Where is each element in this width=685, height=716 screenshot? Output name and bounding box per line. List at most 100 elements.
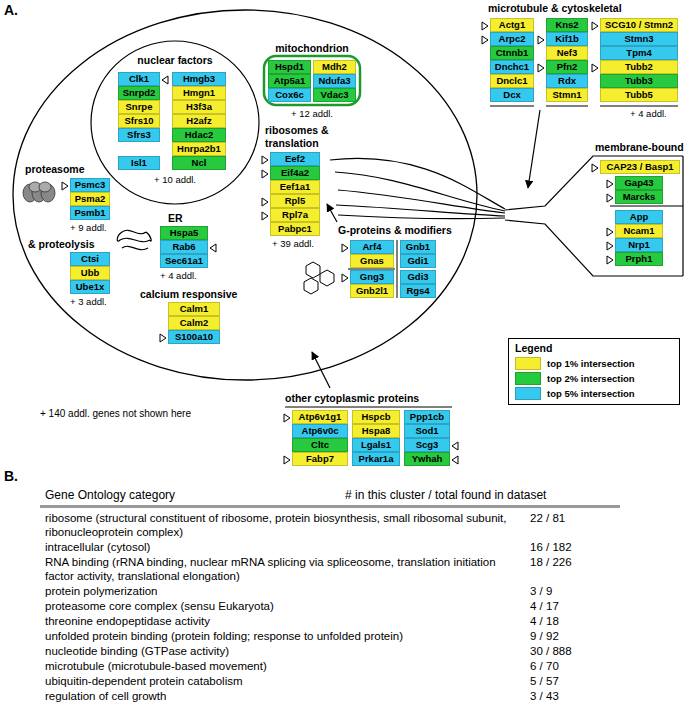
- highlight-triangle: [538, 64, 544, 72]
- gene-name: Isl1: [131, 157, 147, 169]
- gene-name: Dnchc1: [495, 61, 529, 73]
- gene-box: Psmc3: [70, 178, 110, 192]
- count-cell: 22 / 81: [530, 511, 565, 539]
- table-row: protein polymerization3 / 9: [40, 584, 620, 598]
- gene-box: Kns2: [546, 18, 588, 32]
- cell-body-outline: [13, 10, 477, 380]
- group-underlines: [490, 106, 678, 107]
- gene-box: Ndufa3: [313, 74, 356, 88]
- gene-name: Kif1b: [555, 33, 579, 45]
- gene-box: Stmn3: [600, 32, 678, 46]
- gene-box: Tpm4: [600, 46, 678, 60]
- gene-name: CAP23 / Basp1: [606, 161, 673, 173]
- gene-name: Gdi3: [407, 271, 428, 283]
- g-protein-icon: [304, 278, 318, 294]
- gene-box: App: [615, 210, 663, 224]
- g-protein-icon: [320, 270, 334, 286]
- gene-name: Psmb1: [74, 207, 105, 219]
- highlight-triangle: [341, 243, 349, 253]
- count-cell: 3 / 9: [530, 584, 552, 598]
- highlight-triangle: [451, 455, 459, 465]
- highlight-triangle: [262, 212, 268, 220]
- compartment-heading: membrane-bound: [595, 141, 684, 153]
- gene-box: Pabpc1: [270, 222, 320, 236]
- group-heading: calcium responsive: [140, 288, 237, 301]
- gene-name: Arpc2: [499, 33, 526, 45]
- category-cell: threonine endopeptidase activity: [40, 614, 530, 628]
- gene-box: Ncl: [172, 156, 226, 170]
- group-underlines: [285, 407, 452, 408]
- mitochondrion-compartment: mitochondrion+ 12 addl.Hspd1Mdh2Atp5a1Nd…: [262, 42, 362, 122]
- gene-box: Gdi3: [400, 270, 436, 284]
- gene-box: Lgals1: [352, 438, 400, 452]
- legend-text: top 2% intersection: [547, 373, 635, 384]
- gene-name: Dcx: [503, 89, 520, 101]
- gene-name: Prph1: [626, 253, 653, 265]
- proteasome-icon: [23, 182, 55, 202]
- table-row: regulation of cell growth3 / 43: [40, 689, 620, 703]
- mitochondrion-outline: [264, 56, 360, 105]
- gene-name: Eif4a2: [281, 167, 309, 179]
- legend-text: top 5% intersection: [547, 388, 635, 399]
- gene-box: Rgs4: [400, 284, 436, 298]
- gene-name: Sod1: [415, 425, 438, 437]
- gene-name: Dnclc1: [496, 75, 527, 87]
- highlight-triangle: [591, 63, 599, 73]
- gene-name: Sec61a1: [165, 255, 203, 267]
- gene-box: S100a10: [168, 330, 220, 344]
- gene-box: Sec61a1: [160, 254, 208, 268]
- gene-box: Rdx: [546, 74, 588, 88]
- gene-name: H3f3a: [186, 101, 212, 113]
- gene-box: Ubb: [70, 266, 110, 280]
- category-cell: RNA binding (rRNA binding, nuclear mRNA …: [40, 555, 530, 583]
- gene-name: Ywhah: [412, 453, 443, 465]
- g-protein-icon: [304, 262, 334, 294]
- neurite-lines: [335, 172, 505, 211]
- gene-name: Ncam1: [623, 225, 654, 237]
- count-cell: 18 / 226: [530, 555, 572, 583]
- gene-name: Pfn2: [557, 61, 578, 73]
- gene-box: Hnrpa2b1: [172, 142, 226, 156]
- highlight-triangle: [482, 36, 488, 44]
- gene-name: Atp6v0c: [302, 425, 339, 437]
- gene-name: Hspa5: [170, 227, 199, 239]
- group-heading: proteasome: [25, 163, 85, 176]
- gene-box: Arf4: [350, 240, 394, 254]
- gene-box: Cox6c: [268, 88, 311, 102]
- highlight-triangle: [607, 180, 613, 188]
- gene-box: Hspcb: [352, 410, 400, 424]
- gene-box: Clk1: [118, 72, 160, 86]
- gene-box: Cltc: [292, 438, 348, 452]
- nucleus-compartment: nuclear factors+ 10 addl.Clk1Hmgb3Snrpd2…: [90, 40, 260, 205]
- legend-title: Legend: [515, 342, 673, 354]
- group-heading: other cytoplasmic proteins: [285, 392, 419, 405]
- gene-name: Calm1: [180, 303, 209, 315]
- gene-name: Ctnnb1: [496, 47, 529, 59]
- gene-box: Ppp1cb: [404, 410, 450, 424]
- gene-name: Lgals1: [361, 439, 391, 451]
- gene-box: Ube1x: [70, 280, 110, 294]
- gene-name: Ube1x: [76, 281, 105, 293]
- gene-name: Nrp1: [628, 239, 650, 251]
- gene-box: Pfn2: [546, 60, 588, 74]
- gene-name: Tubb5: [625, 89, 653, 101]
- gene-name: Atp5a1: [274, 75, 306, 87]
- highlight-triangle: [606, 227, 614, 237]
- gene-box: Isl1: [118, 156, 160, 170]
- gene-name: Snrpd2: [123, 87, 156, 99]
- gene-name: Gnb1: [406, 241, 430, 253]
- gene-name: S100a10: [175, 331, 213, 343]
- legend-box: Legendtop 1% intersectiontop 2% intersec…: [508, 338, 680, 405]
- gene-name: Cox6c: [275, 89, 304, 101]
- additional-count: + 3 addl.: [70, 296, 107, 307]
- gene-name: App: [630, 211, 648, 223]
- highlight-triangle: [262, 198, 268, 206]
- gene-name: Hspcb: [361, 411, 390, 423]
- neurite-lines: [338, 215, 505, 219]
- legend-entry: top 5% intersection: [515, 387, 673, 400]
- group-heading: ER: [168, 212, 183, 225]
- neurite-lines: [336, 205, 505, 216]
- group-underlines: [348, 240, 397, 298]
- category-cell: protein polymerization: [40, 584, 530, 598]
- highlight-triangle: [607, 228, 613, 236]
